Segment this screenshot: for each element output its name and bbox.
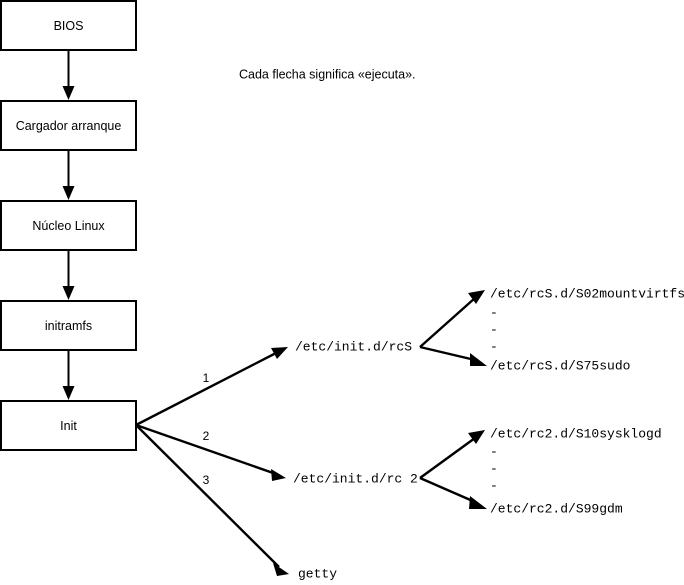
- branch-number-2: 2: [203, 429, 210, 443]
- initramfs-box: [0, 300, 137, 351]
- arrow-rc2-to-first-script: [419, 430, 485, 479]
- node-init: Init: [0, 400, 137, 451]
- arrowhead-icon: [271, 469, 286, 481]
- branch-number-1: 1: [203, 371, 210, 385]
- node-rc2-label: /etc/init.d/rc 2: [293, 471, 418, 486]
- arrow-rcs-to-last-script: [419, 345, 487, 366]
- rc2-ellipsis-dash: -: [490, 444, 498, 459]
- arrowhead-icon: [470, 353, 487, 366]
- rc2-script-last: /etc/rc2.d/S99gdm: [490, 501, 623, 516]
- node-initramfs: initramfs: [0, 300, 137, 351]
- rcs-ellipsis-dash: -: [490, 339, 498, 354]
- diagram-note: Cada flecha significa «ejecuta».: [239, 67, 416, 81]
- node-getty-label: getty: [298, 566, 337, 581]
- arrowhead-icon: [468, 430, 485, 444]
- arrow-rcs-to-first-script: [419, 290, 485, 348]
- rcs-ellipsis-dash: -: [490, 322, 498, 337]
- arrow-initramfs-to-init: [62, 350, 75, 400]
- arrow-init-to-rc2: [135, 423, 286, 481]
- node-bootloader: Cargador arranque: [0, 100, 137, 151]
- arrow-init-to-rcs: [135, 347, 288, 427]
- arrow-init-to-getty: [135, 424, 289, 576]
- node-bios: BIOS: [0, 0, 137, 51]
- rcs-script-last: /etc/rcS.d/S75sudo: [490, 358, 630, 373]
- rcs-ellipsis-dash: -: [490, 305, 498, 320]
- rc2-ellipsis-dash: -: [490, 478, 498, 493]
- bootloader-label: Cargador arranque: [16, 119, 122, 133]
- initramfs-label: initramfs: [45, 319, 92, 333]
- rc2-ellipsis-dash: -: [490, 461, 498, 476]
- init-box: [0, 400, 137, 451]
- kernel-label: Núcleo Linux: [32, 219, 105, 233]
- rcs-script-first: /etc/rcS.d/S02mountvirtfs: [490, 286, 684, 301]
- arrowhead-icon: [62, 386, 75, 400]
- arrowhead-icon: [271, 347, 288, 359]
- arrow-kernel-to-initramfs: [62, 250, 75, 300]
- bootloader-box: [0, 100, 137, 151]
- arrow-rc2-to-last-script: [419, 476, 487, 509]
- node-rcs-label: /etc/init.d/rcS: [295, 339, 412, 354]
- bios-label: BIOS: [54, 19, 84, 33]
- arrowhead-icon: [62, 286, 75, 300]
- rc2-script-first: /etc/rc2.d/S10sysklogd: [490, 426, 662, 441]
- arrowhead-icon: [468, 290, 485, 304]
- arrowhead-icon: [62, 86, 75, 100]
- arrow-bios-to-bootloader: [62, 50, 75, 100]
- arrowhead-icon: [273, 563, 289, 576]
- arrow-bootloader-to-kernel: [62, 150, 75, 200]
- arrowhead-icon: [62, 186, 75, 200]
- branch-number-3: 3: [203, 473, 210, 487]
- init-label: Init: [60, 419, 77, 433]
- arrowhead-icon: [469, 496, 487, 509]
- node-kernel: Núcleo Linux: [0, 200, 137, 251]
- bios-box: [0, 0, 137, 51]
